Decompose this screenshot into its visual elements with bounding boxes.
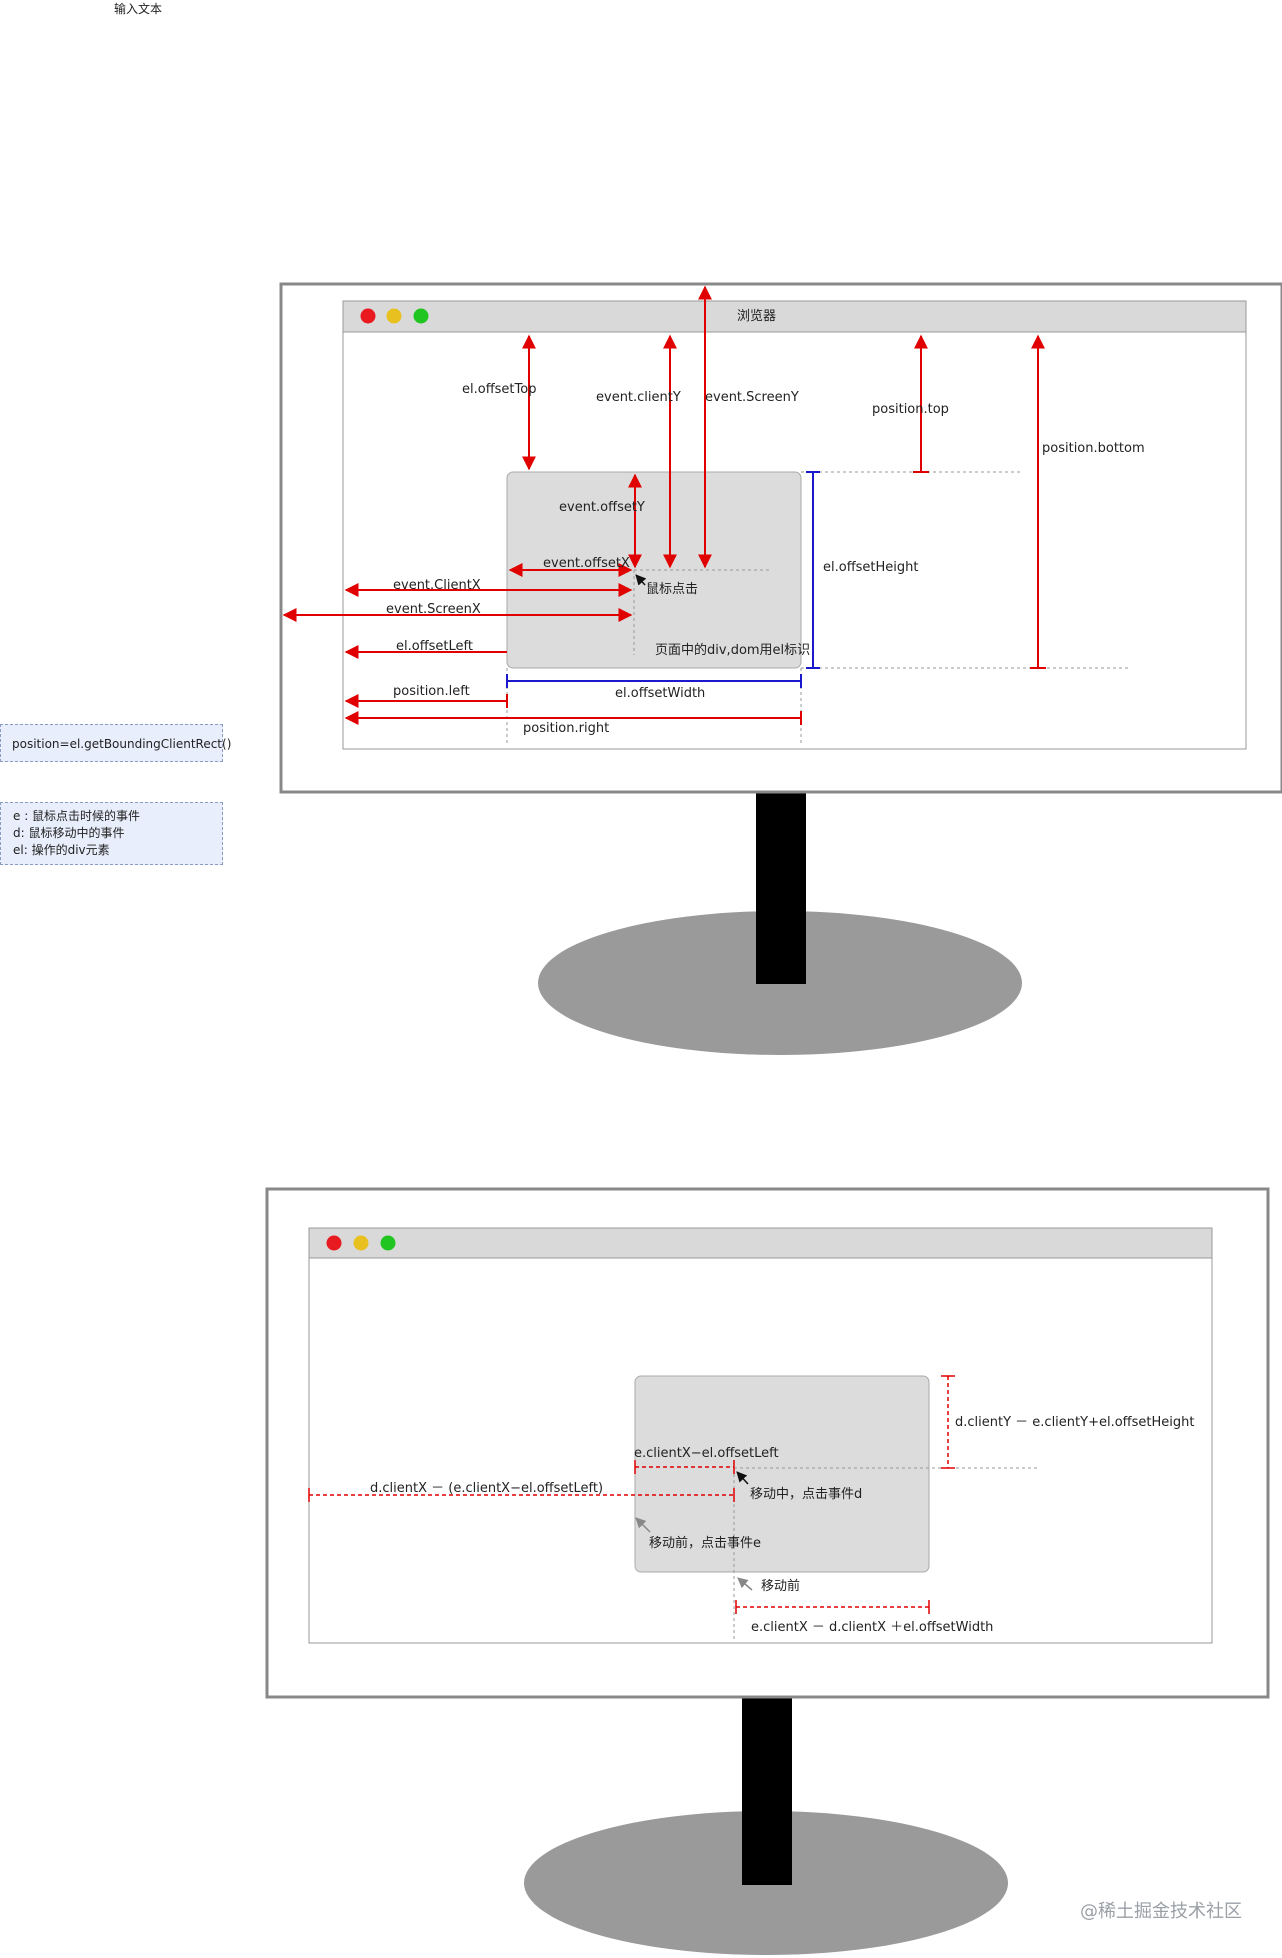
label-position-right: position.right bbox=[523, 721, 609, 736]
label-event-clientx: event.ClientX bbox=[393, 578, 481, 593]
position-formula-note: position=el.getBoundingClientRect() bbox=[0, 724, 232, 762]
label-position-left: position.left bbox=[393, 684, 470, 699]
browser-titlebar bbox=[308, 1227, 1213, 1259]
legend-line-d: d: 鼠标移动中的事件 bbox=[13, 826, 125, 840]
label-el-offsetwidth: el.offsetWidth bbox=[615, 686, 705, 701]
label-event-clienty: event.clientY bbox=[596, 390, 681, 405]
minimize-dot-icon[interactable] bbox=[353, 1235, 369, 1251]
close-dot-icon[interactable] bbox=[326, 1235, 342, 1251]
label-event-screeny: event.ScreenY bbox=[705, 390, 799, 405]
position-formula-text: position=el.getBoundingClientRect() bbox=[12, 737, 232, 751]
mouse-cursor-icon bbox=[635, 574, 647, 586]
label-position-bottom: position.bottom bbox=[1042, 441, 1145, 456]
label-left-formula: d.clientX － (e.clientX−el.offsetLeft) bbox=[370, 1481, 603, 1496]
legend-line-e: e : 鼠标点击时候的事件 bbox=[13, 809, 141, 823]
label-position-top: position.top bbox=[872, 402, 949, 417]
label-event-offsety: event.offsetY bbox=[559, 500, 645, 515]
moving-cursor-icon bbox=[736, 1471, 749, 1485]
browser-title: 浏览器 bbox=[737, 308, 776, 324]
monitor-neck bbox=[742, 1695, 792, 1885]
label-el-offsetheight: el.offsetHeight bbox=[823, 560, 919, 575]
label-event-screenx: event.ScreenX bbox=[386, 602, 481, 617]
label-click-offset: e.clientX−el.offsetLeft bbox=[634, 1446, 779, 1461]
label-mouse-click: 鼠标点击 bbox=[646, 582, 698, 597]
browser-titlebar bbox=[342, 300, 1247, 333]
watermark: @稀土掘金技术社区 bbox=[1080, 1901, 1242, 1922]
legend-line-el: el: 操作的div元素 bbox=[13, 843, 110, 857]
maximize-dot-icon[interactable] bbox=[413, 308, 429, 324]
label-height-formula: d.clientY － e.clientY+el.offsetHeight bbox=[955, 1415, 1194, 1430]
legend-note: e : 鼠标点击时候的事件 d: 鼠标移动中的事件 el: 操作的div元素 bbox=[0, 802, 223, 865]
label-el-offsettop: el.offsetTop bbox=[462, 382, 536, 397]
top-note: 输入文本 bbox=[114, 2, 163, 16]
label-div-caption: 页面中的div,dom用el标识 bbox=[655, 642, 810, 658]
before-click-cursor-icon bbox=[635, 1517, 651, 1533]
label-width-formula: e.clientX － d.clientX ＋el.offsetWidth bbox=[751, 1620, 993, 1635]
label-before-click: 移动前，点击事件e bbox=[649, 1535, 761, 1551]
label-el-offsetleft: el.offsetLeft bbox=[396, 639, 473, 654]
diagram-1: 浏览器 bbox=[279, 282, 1282, 1055]
maximize-dot-icon[interactable] bbox=[380, 1235, 396, 1251]
label-moving-click: 移动中，点击事件d bbox=[750, 1487, 862, 1502]
before-move-cursor-icon bbox=[737, 1577, 753, 1591]
label-event-offsetx: event.offsetX bbox=[543, 556, 630, 571]
close-dot-icon[interactable] bbox=[360, 308, 376, 324]
diagram-2: d.clientY － e.clientY+el.offsetHeight e.… bbox=[265, 1187, 1270, 1955]
label-before-move: 移动前 bbox=[761, 1578, 800, 1594]
minimize-dot-icon[interactable] bbox=[386, 308, 402, 324]
monitor-neck bbox=[756, 792, 806, 984]
